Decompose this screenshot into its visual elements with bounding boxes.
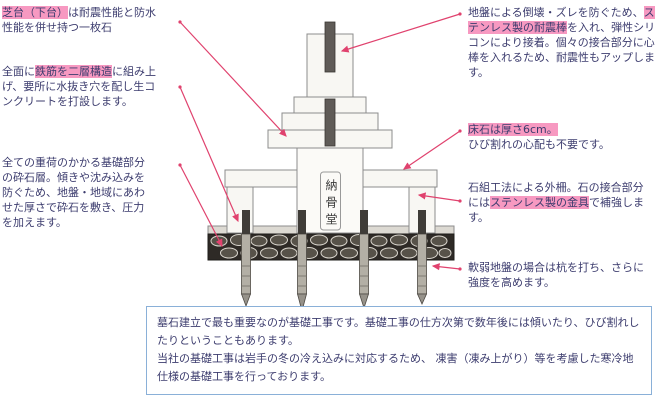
annotation-text: は耐震性能と防水性能を併せ持つ一枚石 xyxy=(2,6,156,34)
annotation-stone-fence: 石組工法による外柵。石の接合部分にはステンレス製の金具で補強します。 xyxy=(468,180,652,225)
pile xyxy=(416,233,428,305)
leader-line-pile xyxy=(431,263,461,271)
leader-line-rod xyxy=(340,13,461,53)
annotation-highlight: 鉄筋を二層構造 xyxy=(35,65,112,78)
note-paragraph: 当社の基礎工事は岩手の冬の冷え込みに対応するため、 凍害（凍み上がり）等を考慮し… xyxy=(157,352,634,383)
annotation-text: 石組工法による外柵。石の接合部分には xyxy=(468,181,644,209)
annotation-highlight: 床石は厚さ6cm。 xyxy=(468,123,558,136)
quake-rod-top xyxy=(324,21,336,73)
annotation-text: 軟弱地盤の場合は杭を打ち、さらに強度を高めます。 xyxy=(468,261,644,289)
leader-line-enclosure xyxy=(417,192,461,202)
annotation-rebar-concrete: 全面に鉄筋を二層構造に組み上げ、要所に水抜き穴を配し生コンクリートを打設します。 xyxy=(2,64,160,109)
leader-line-concrete xyxy=(179,86,239,223)
ossuary-chamber xyxy=(296,146,364,234)
annotation-highlight: ステンレス製の金具 xyxy=(490,196,589,209)
leader-line-floorstone xyxy=(403,130,461,170)
note-paragraph: 墓石建立で最も重要なのが基礎工事です。基礎工事の仕方次第で数年後には傾いたり、ひ… xyxy=(157,316,640,347)
leader-line-gravel xyxy=(179,164,223,248)
annotation-text: 地盤による倒壊・ズレを防ぐため、 xyxy=(468,6,644,19)
pile xyxy=(358,233,370,310)
annotation-text: を入れ、弾性シリコンにより接着。個々の接合部分に心棒を入れるため、耐震性もアップ… xyxy=(468,21,656,79)
ossuary-label: 納骨堂 xyxy=(324,178,338,230)
annotation-shibadai: 芝台（下台）は耐震性能と防水性能を併せ持つ一枚石 xyxy=(2,5,162,35)
note-box: 墓石建立で最も重要なのが基礎工事です。基礎工事の仕方次第で数年後には傾いたり、ひ… xyxy=(146,306,652,395)
leader-arrows xyxy=(178,12,462,271)
annotation-floor-stone: 床石は厚さ6cm。 ひび割れの心配も不要です。 xyxy=(468,122,658,152)
annotation-text: で補強します。 xyxy=(468,196,644,224)
foundation-piles xyxy=(240,233,428,313)
ossuary-label-frame xyxy=(320,171,341,231)
quake-rod-middle xyxy=(324,98,336,147)
annotation-quake-rod: 地盤による倒壊・ズレを防ぐため、ステンレス製の耐震棒を入れ、弾性シリコンにより接… xyxy=(468,5,658,80)
quake-rod xyxy=(324,21,336,147)
annotation-text: ひび割れの心配も不要です。 xyxy=(468,138,610,151)
leader-line-shibadai xyxy=(179,21,287,137)
annotation-soft-ground: 軟弱地盤の場合は杭を打ち、さらに強度を高めます。 xyxy=(468,260,652,290)
pile xyxy=(296,233,308,313)
annotation-gravel-layer: 全ての重荷のかかる基礎部分の砕石層。傾きや沈み込みを防ぐため、地盤・地域にあわせ… xyxy=(2,155,154,230)
annotation-text: 全ての重荷のかかる基礎部分の砕石層。傾きや沈み込みを防ぐため、地盤・地域にあわせ… xyxy=(2,156,145,229)
annotation-highlight: 芝台（下台） xyxy=(2,6,68,19)
annotation-text: に組み上げ、要所に水抜き穴を配し生コンクリートを打設します。 xyxy=(2,65,156,108)
pile xyxy=(240,233,252,308)
pile-heads xyxy=(242,210,426,234)
annotation-text: 全面に xyxy=(2,65,35,78)
